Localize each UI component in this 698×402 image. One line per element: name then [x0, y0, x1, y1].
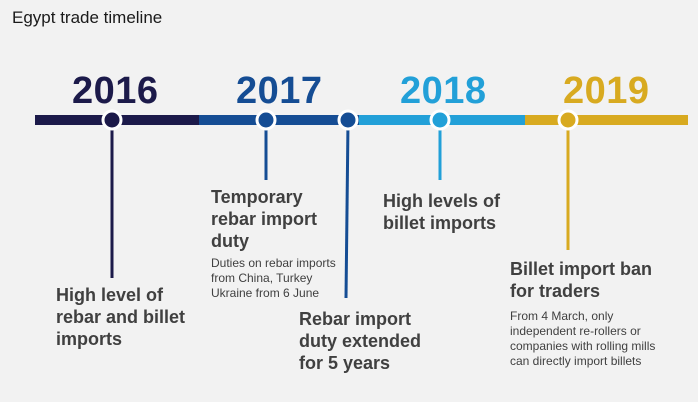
marker-2016 [101, 109, 123, 131]
marker-2017-extension [337, 109, 359, 131]
event-detail-2017-duty: Duties on rebar imports from China, Turk… [211, 256, 336, 300]
event-heading-2019: Billet import ban for traders [510, 259, 653, 301]
event-heading-2016: High level of rebar and billet imports [56, 285, 186, 349]
year-label-2019: 2019 [563, 70, 650, 112]
event-detail-2019: From 4 March, only independent re-roller… [510, 309, 656, 368]
timeline-segment-2017 [199, 115, 361, 125]
diagram-title: Egypt trade timeline [12, 8, 163, 27]
event-heading-2017-extension: Rebar import duty extended for 5 years [299, 309, 422, 373]
year-label-2017: 2017 [236, 70, 323, 112]
timeline-segment-2019 [525, 115, 688, 125]
marker-2017-duty [255, 109, 277, 131]
year-label-2018: 2018 [400, 70, 487, 112]
marker-2018 [429, 109, 451, 131]
event-heading-2017-duty: Temporary rebar import duty [211, 187, 318, 251]
year-label-2016: 2016 [72, 70, 159, 112]
marker-2019 [557, 109, 579, 131]
event-heading-2018: High levels of billet imports [383, 191, 501, 233]
connector-2017-extension [344, 121, 350, 299]
